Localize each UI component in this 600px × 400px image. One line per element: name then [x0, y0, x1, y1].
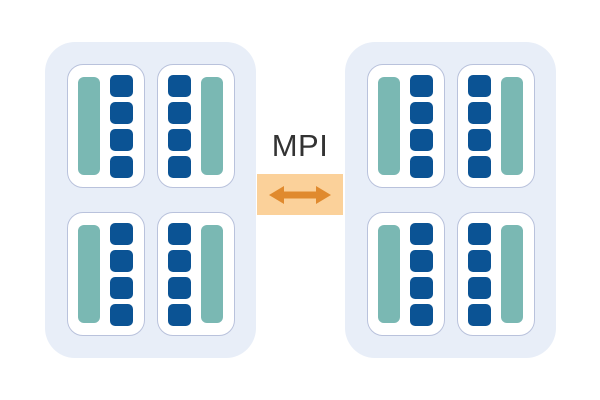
- core-square: [468, 276, 491, 299]
- core-square: [168, 303, 191, 326]
- core-square: [410, 101, 433, 124]
- core-square: [410, 276, 433, 299]
- core-square: [468, 303, 491, 326]
- core-square: [110, 155, 133, 178]
- socket-card-left-1: [156, 64, 235, 188]
- core-square: [168, 128, 191, 151]
- socket-card-left-0: [66, 64, 145, 188]
- socket-card-left-2: [66, 212, 145, 336]
- core-column: [468, 74, 491, 178]
- interconnect-band: [257, 174, 343, 215]
- core-square: [468, 249, 491, 272]
- socket-card-right-1: [456, 64, 535, 188]
- core-square: [110, 74, 133, 97]
- core-square: [110, 303, 133, 326]
- interconnect: MPI: [256, 130, 344, 222]
- core-square: [110, 249, 133, 272]
- socket-card-right-0: [366, 64, 445, 188]
- memory-bar: [501, 225, 523, 323]
- core-square: [110, 222, 133, 245]
- memory-bar: [78, 77, 100, 175]
- memory-bar: [378, 225, 400, 323]
- core-square: [168, 249, 191, 272]
- socket-row-right-top: [366, 64, 535, 188]
- socket-row-left-bottom: [66, 212, 235, 336]
- core-square: [468, 128, 491, 151]
- core-column: [410, 222, 433, 326]
- core-square: [110, 128, 133, 151]
- core-square: [168, 74, 191, 97]
- core-square: [468, 74, 491, 97]
- core-square: [410, 249, 433, 272]
- node-panel-left: [45, 42, 256, 358]
- memory-bar: [201, 225, 223, 323]
- socket-card-right-3: [456, 212, 535, 336]
- core-column: [110, 222, 133, 326]
- mpi-label: MPI: [271, 128, 329, 163]
- socket-row-right-bottom: [366, 212, 535, 336]
- core-column: [110, 74, 133, 178]
- double-headed-horizontal-arrow-icon: [269, 185, 331, 204]
- memory-bar: [201, 77, 223, 175]
- core-square: [410, 303, 433, 326]
- core-square: [168, 155, 191, 178]
- core-square: [410, 222, 433, 245]
- socket-row-left-top: [66, 64, 235, 188]
- core-square: [468, 222, 491, 245]
- node-panel-right: [345, 42, 556, 358]
- memory-bar: [378, 77, 400, 175]
- core-column: [168, 74, 191, 178]
- socket-card-left-3: [156, 212, 235, 336]
- core-square: [410, 155, 433, 178]
- core-square: [168, 276, 191, 299]
- core-column: [168, 222, 191, 326]
- core-square: [468, 155, 491, 178]
- core-square: [468, 101, 491, 124]
- core-square: [410, 74, 433, 97]
- memory-bar: [78, 225, 100, 323]
- core-square: [410, 128, 433, 151]
- memory-bar: [501, 77, 523, 175]
- core-square: [168, 222, 191, 245]
- core-column: [410, 74, 433, 178]
- core-column: [468, 222, 491, 326]
- core-square: [110, 276, 133, 299]
- socket-card-right-2: [366, 212, 445, 336]
- core-square: [110, 101, 133, 124]
- core-square: [168, 101, 191, 124]
